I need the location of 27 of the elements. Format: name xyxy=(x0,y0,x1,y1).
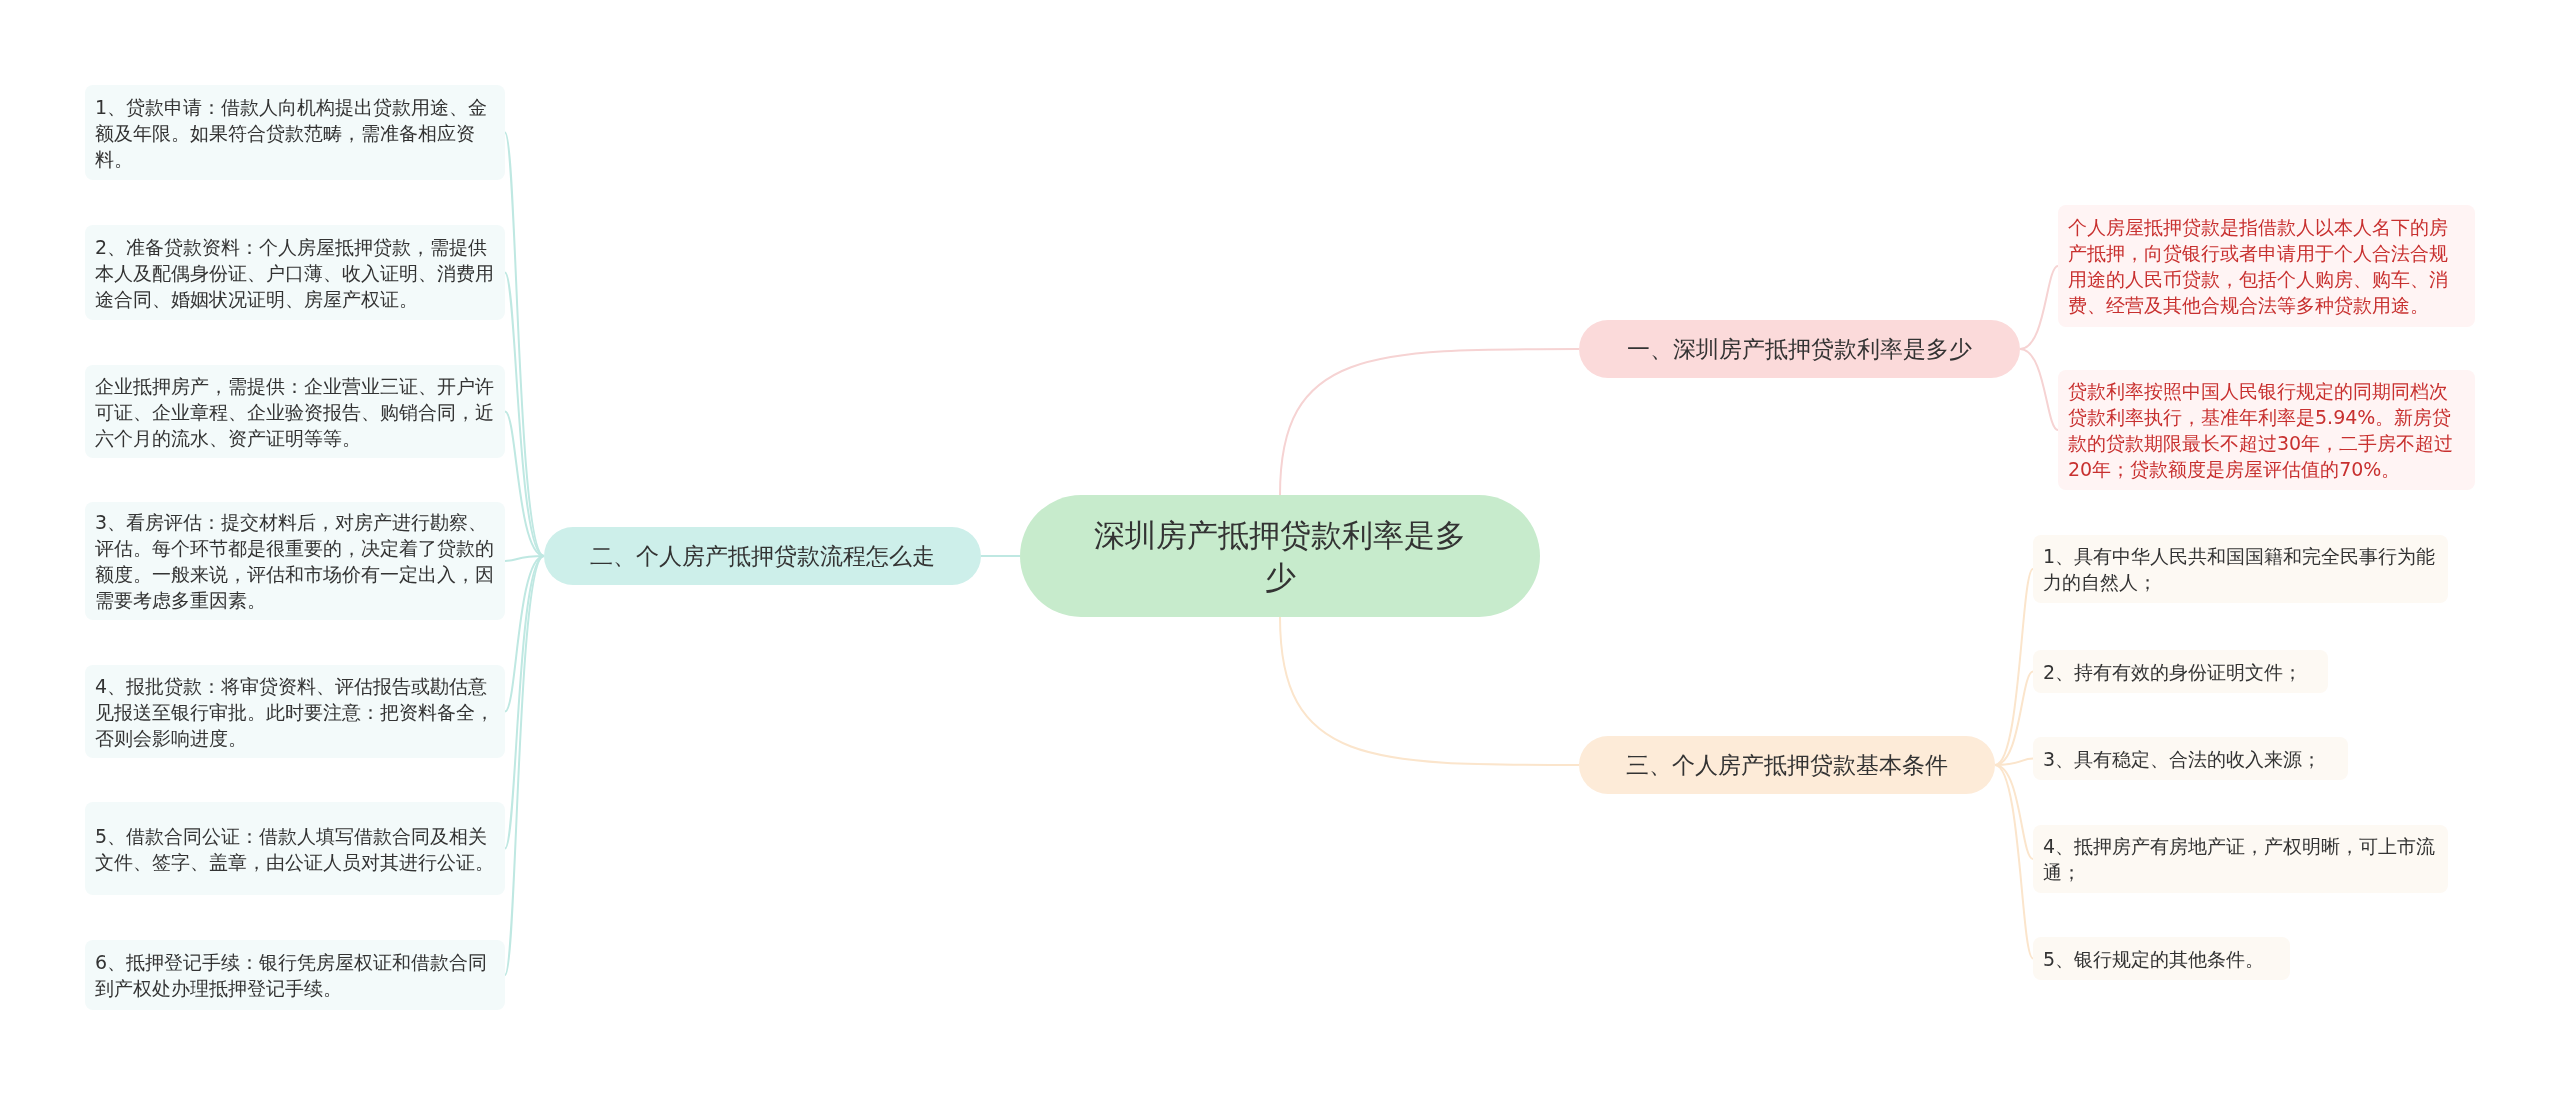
connector-line xyxy=(1279,348,1580,496)
connector-line xyxy=(504,271,545,557)
connector-line xyxy=(1994,764,2034,960)
leaf-topic: 3、看房评估：提交材料后，对房产进行勘察、评估。每个环节都是很重要的，决定着了贷款的额度。一般来说，评估和市场价有一定出入，因需要考虑多重因素。 xyxy=(85,502,505,620)
connector-line xyxy=(980,555,1021,557)
leaf-topic: 5、银行规定的其他条件。 xyxy=(2033,937,2290,980)
connector-line xyxy=(1279,616,1580,766)
leaf-topic: 个人房屋抵押贷款是指借款人以本人名下的房产抵押，向贷银行或者申请用于个人合法合规用途的人民币贷款，包括个人购房、购车、消费、经营及其他合规合法等多种贷款用途。 xyxy=(2058,205,2475,327)
leaf-topic: 6、抵押登记手续：银行凭房屋权证和借款合同到产权处办理抵押登记手续。 xyxy=(85,940,505,1010)
central-topic: 深圳房产抵押贷款利率是多少 xyxy=(1020,495,1540,617)
connector-line xyxy=(504,555,545,976)
branch-topic: 一、深圳房产抵押贷款利率是多少 xyxy=(1579,320,2020,378)
connector-line xyxy=(504,131,545,557)
leaf-topic: 5、借款合同公证：借款人填写借款合同及相关文件、签字、盖章，由公证人员对其进行公证。 xyxy=(85,802,505,895)
leaf-topic: 2、准备贷款资料：个人房屋抵押贷款，需提供本人及配偶身份证、户口薄、收入证明、消费用途合同、婚姻状况证明、房屋产权证。 xyxy=(85,225,505,320)
branch-topic: 二、个人房产抵押贷款流程怎么走 xyxy=(544,527,981,585)
leaf-topic: 3、具有稳定、合法的收入来源； xyxy=(2033,737,2348,780)
leaf-topic: 1、具有中华人民共和国国籍和完全民事行为能力的自然人； xyxy=(2033,535,2448,603)
leaf-topic: 企业抵押房产，需提供：企业营业三证、开户许可证、企业章程、企业验资报告、购销合同，近六个月的流水、资产证明等等。 xyxy=(85,365,505,458)
branch-topic: 三、个人房产抵押贷款基本条件 xyxy=(1579,736,1995,794)
leaf-topic: 4、抵押房产有房地产证，产权明晰，可上市流通； xyxy=(2033,825,2448,893)
leaf-topic: 1、贷款申请：借款人向机构提出贷款用途、金额及年限。如果符合贷款范畴，需准备相应资料。 xyxy=(85,85,505,180)
connector-line xyxy=(1994,568,2034,766)
leaf-topic: 2、持有有效的身份证明文件； xyxy=(2033,650,2328,693)
connector-line xyxy=(2019,348,2059,431)
leaf-topic: 贷款利率按照中国人民银行规定的同期同档次贷款利率执行，基准年利率是5.94%。新房贷款的贷款期限最长不超过30年，二手房不超过20年；贷款额度是房屋评估值的70%。 xyxy=(2058,370,2475,490)
leaf-topic: 4、报批贷款：将审贷资料、评估报告或勘估意见报送至银行审批。此时要注意：把资料备全，否则会影响进度。 xyxy=(85,665,505,758)
